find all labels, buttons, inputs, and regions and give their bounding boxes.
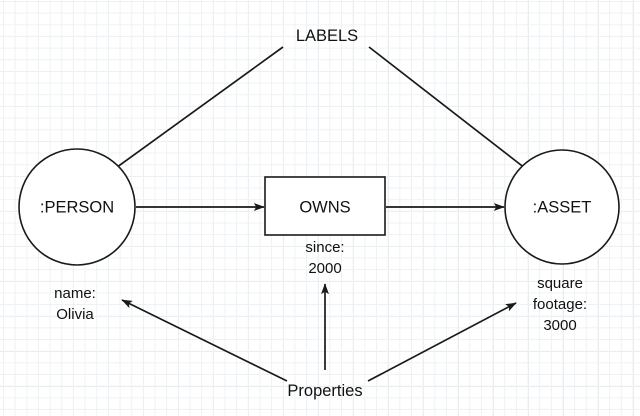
node-asset-circle[interactable] [504,149,620,265]
edge-labels-to-asset [368,46,549,187]
edge-properties-to-person-property [121,299,288,382]
edge-properties-to-asset-property [367,302,517,382]
labels-group-label: LABELS [296,27,358,45]
node-person-label: :PERSON [40,198,114,216]
node-owns-rect[interactable] [264,176,386,236]
asset-property-line-2: footage: [533,296,587,313]
edge-labels-to-person [90,46,284,187]
asset-property-line-1: square [537,275,583,292]
node-person-circle[interactable] [18,148,136,266]
properties-group-label: Properties [287,382,362,400]
person-property-line-2: Olivia [56,306,94,323]
owns-property-line-1: since: [305,239,344,256]
node-asset-label: :ASSET [533,198,592,216]
person-property-line-1: name: [54,285,96,302]
owns-property-line-2: 2000 [308,260,341,277]
asset-property-line-3: 3000 [543,317,576,334]
node-owns-label: OWNS [299,198,350,216]
